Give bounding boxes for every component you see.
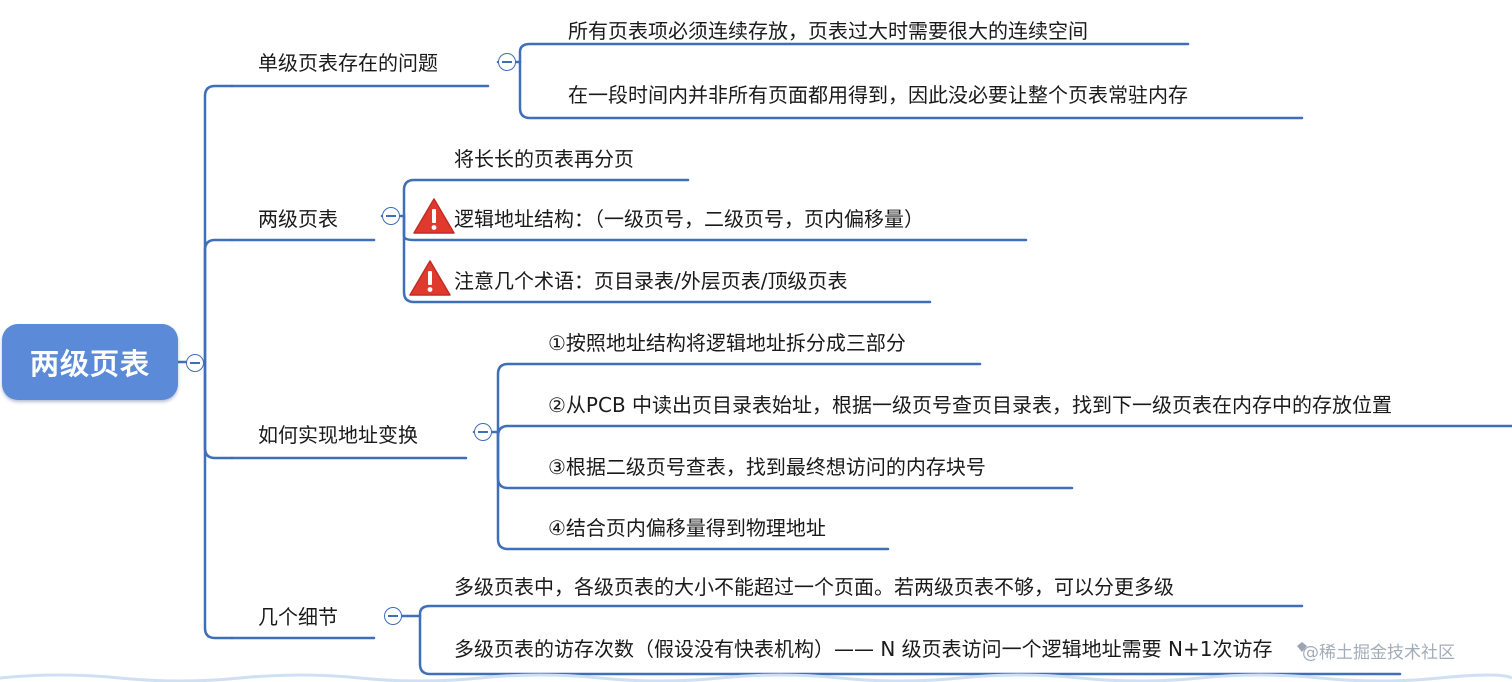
decorative-bottom-wave (0, 673, 1512, 682)
juejin-logo-icon (1297, 642, 1307, 652)
warning-icon (409, 260, 451, 296)
branch-4-collapse-toggle[interactable] (384, 607, 402, 625)
branch-address-translation[interactable]: 如何实现地址变换 (258, 423, 418, 447)
branch-single-level-issues[interactable]: 单级页表存在的问题 (258, 51, 438, 75)
leaf-terminology[interactable]: 注意几个术语：页目录表/外层页表/顶级页表 (454, 269, 848, 293)
branch-two-level-page-table[interactable]: 两级页表 (258, 207, 338, 231)
leaf-logical-address-structure[interactable]: 逻辑地址结构：（一级页号，二级页号，页内偏移量） (454, 207, 924, 231)
branch-1-collapse-toggle[interactable] (498, 53, 516, 71)
watermark: @稀土掘金技术社区 (1302, 643, 1455, 663)
root-node[interactable]: 两级页表 (2, 324, 178, 400)
root-collapse-toggle[interactable] (186, 354, 204, 372)
leaf-paging-the-page-table[interactable]: 将长长的页表再分页 (454, 147, 634, 171)
leaf-page-table-size-limit[interactable]: 多级页表中，各级页表的大小不能超过一个页面。若两级页表不够，可以分更多级 (454, 575, 1174, 599)
branch-2-collapse-toggle[interactable] (382, 207, 400, 225)
leaf-memory-access-count[interactable]: 多级页表的访存次数（假设没有快表机构）—— N 级页表访问一个逻辑地址需要 N+… (454, 637, 1273, 661)
leaf-step-1[interactable]: ①按照地址结构将逻辑地址拆分成三部分 (548, 331, 906, 355)
leaf-contiguous-storage[interactable]: 所有页表项必须连续存放，页表过大时需要很大的连续空间 (568, 19, 1088, 43)
leaf-not-all-pages-used[interactable]: 在一段时间内并非所有页面都用得到，因此没必要让整个页表常驻内存 (568, 83, 1188, 107)
warning-icon (413, 198, 455, 234)
branch-details[interactable]: 几个细节 (258, 605, 338, 629)
leaf-step-3[interactable]: ③根据二级页号查表，找到最终想访问的内存块号 (548, 455, 986, 479)
leaf-step-2[interactable]: ②从PCB 中读出页目录表始址，根据一级页号查页目录表，找到下一级页表在内存中的… (548, 393, 1393, 417)
leaf-step-4[interactable]: ④结合页内偏移量得到物理地址 (548, 516, 826, 540)
root-label: 两级页表 (29, 347, 150, 381)
branch-3-collapse-toggle[interactable] (474, 423, 492, 441)
